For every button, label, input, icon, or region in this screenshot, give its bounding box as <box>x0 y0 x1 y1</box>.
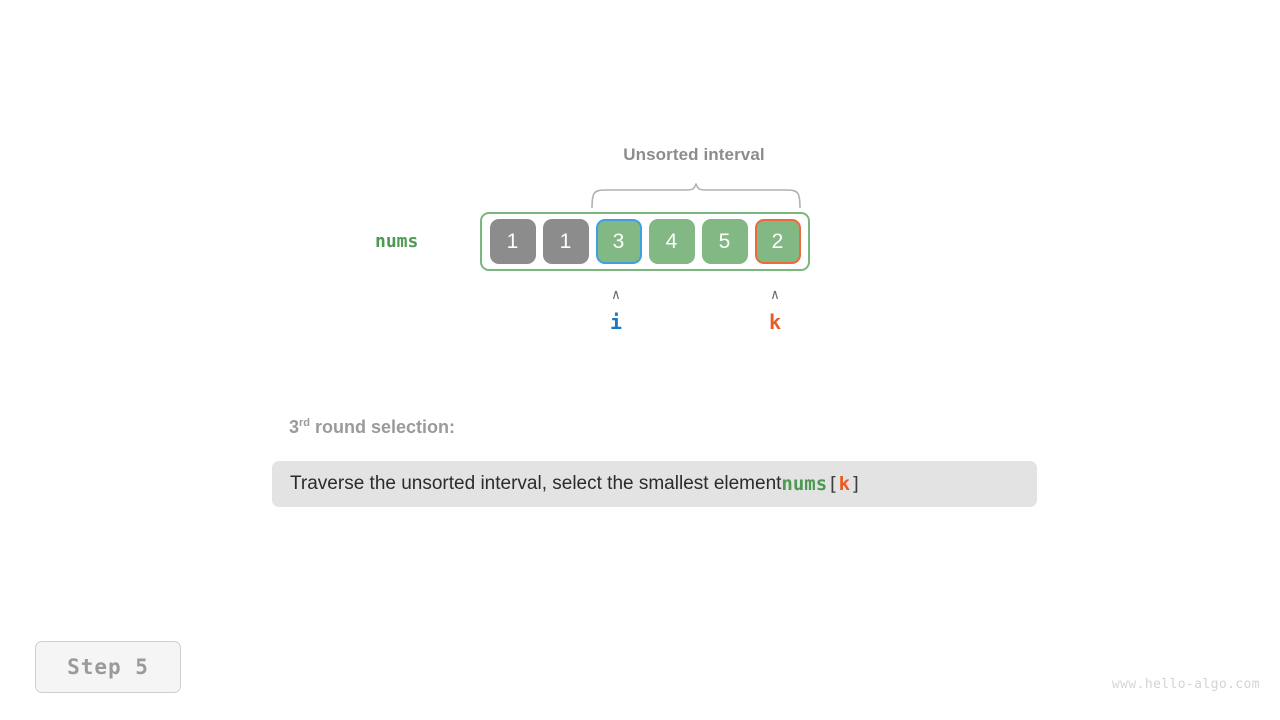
array-cell-3[interactable]: 4 <box>648 219 695 264</box>
array-container: 1 1 3 4 5 2 <box>480 212 810 271</box>
round-heading-text: round selection: <box>310 417 456 437</box>
watermark: www.hello-algo.com <box>1111 677 1260 692</box>
step-button[interactable]: Step 5 <box>35 641 181 693</box>
caret-up-icon: ∧ <box>611 287 621 303</box>
array-cell-5[interactable]: 2 <box>754 219 801 264</box>
pointer-i-label: i <box>609 310 623 334</box>
caption-code-index: k <box>838 473 851 495</box>
caption-text: Traverse the unsorted interval, select t… <box>290 473 782 494</box>
caption-bracket-close: ] <box>850 473 862 495</box>
pointer-k-label: k <box>768 310 782 334</box>
unsorted-interval-title: Unsorted interval <box>623 145 765 164</box>
caption-bracket-open: [ <box>827 473 839 495</box>
unsorted-interval-brace <box>590 182 802 209</box>
caption-code-nums: nums <box>781 473 828 495</box>
caption-box: Traverse the unsorted interval, select t… <box>272 461 1037 507</box>
brace-icon <box>591 183 801 209</box>
caret-up-icon: ∧ <box>770 287 780 303</box>
array-cell-0[interactable]: 1 <box>489 219 536 264</box>
array-cell-2[interactable]: 3 <box>595 219 642 264</box>
array-cell-4[interactable]: 5 <box>701 219 748 264</box>
array-cell-1[interactable]: 1 <box>542 219 589 264</box>
array-name-label: nums <box>375 231 419 252</box>
round-heading: 3rd round selection: <box>289 417 455 438</box>
round-number: 3 <box>289 417 300 437</box>
pointer-i: ∧ i <box>596 288 636 332</box>
round-ordinal-suffix: rd <box>299 417 311 429</box>
pointer-k: ∧ k <box>755 288 795 332</box>
